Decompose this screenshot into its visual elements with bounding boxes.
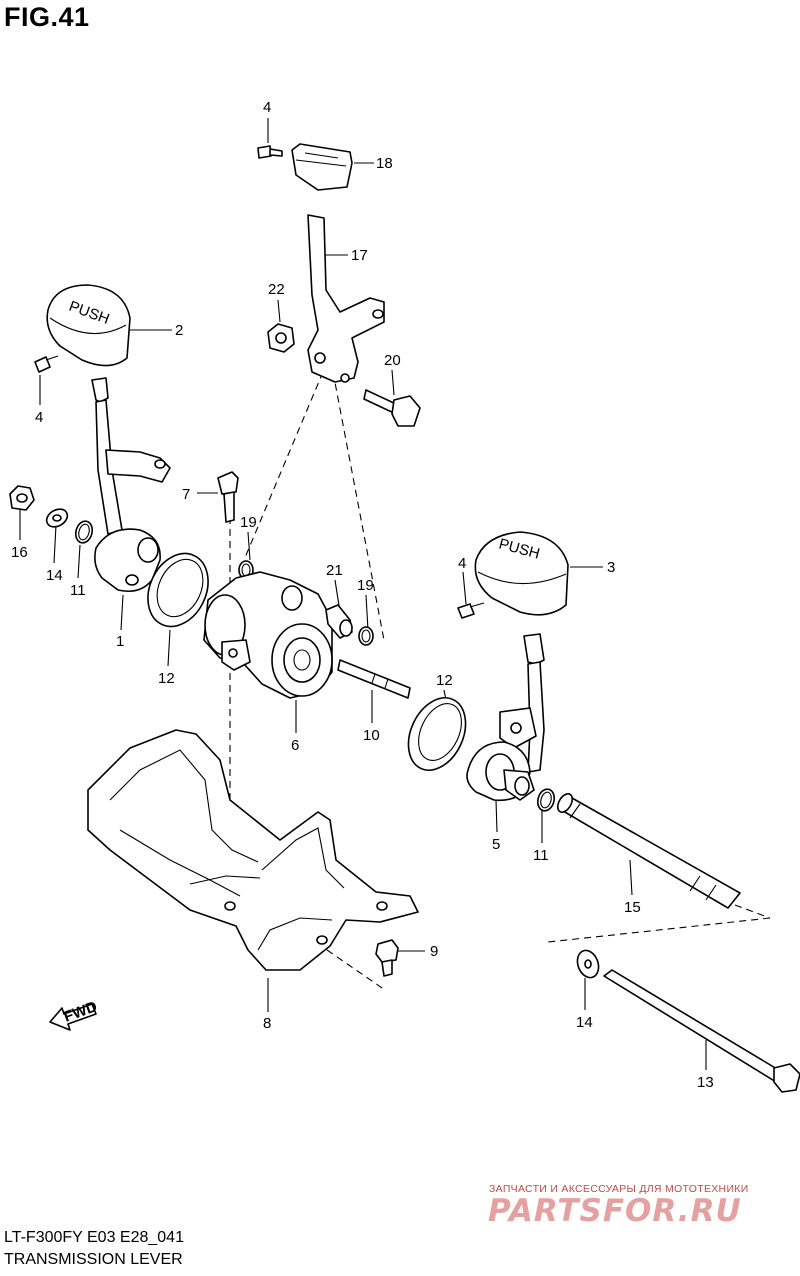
bolt-9 xyxy=(375,939,399,977)
callout-11-left: 11 xyxy=(70,582,86,599)
callout-4-left: 4 xyxy=(35,409,43,426)
figure-title: FIG.41 xyxy=(4,2,90,32)
callout-labels: 4 18 17 22 2 20 4 7 19 16 14 11 21 19 4 … xyxy=(11,99,714,1091)
callout-14-right: 14 xyxy=(576,1014,593,1031)
callout-9: 9 xyxy=(430,943,438,960)
figure-caption: TRANSMISSION LEVER xyxy=(4,1251,183,1268)
callout-11-right: 11 xyxy=(533,847,549,864)
callout-21: 21 xyxy=(326,562,343,579)
callout-14-left: 14 xyxy=(46,567,63,584)
callout-18: 18 xyxy=(376,155,393,172)
o-ring-19-right xyxy=(358,626,374,646)
seal-12-left xyxy=(147,552,209,628)
washer-14-right xyxy=(576,949,600,979)
fwd-label: FWD xyxy=(62,998,100,1026)
bolt-7 xyxy=(217,471,239,523)
callout-12-left: 12 xyxy=(158,670,175,687)
lever-arm-5 xyxy=(466,633,545,802)
callout-16: 16 xyxy=(11,544,28,561)
shaft-10 xyxy=(337,659,411,699)
lever-housing-6 xyxy=(203,571,333,699)
assembly-dashed-lines xyxy=(229,371,771,991)
screw-4-left xyxy=(34,355,59,373)
callout-4-top: 4 xyxy=(263,99,271,116)
callout-15: 15 xyxy=(624,899,641,916)
knob-cap-18 xyxy=(291,143,353,191)
callout-leaders xyxy=(19,118,707,1070)
callout-19-left: 19 xyxy=(240,514,257,531)
bolt-4-top xyxy=(257,145,283,159)
ring-11-right xyxy=(536,788,556,812)
watermark-logo: PARTSFOR.RU xyxy=(488,1193,742,1229)
callout-13: 13 xyxy=(697,1074,714,1091)
figure-code: LT-F300FY E03 E28_041 xyxy=(4,1229,184,1246)
fwd-arrow-icon: FWD xyxy=(49,998,100,1031)
bracket-8 xyxy=(87,729,419,971)
collar-shaft-15 xyxy=(556,793,741,909)
callout-22: 22 xyxy=(268,281,285,298)
callout-8: 8 xyxy=(263,1015,271,1032)
knob-2-left: PUSH xyxy=(46,284,131,367)
washer-14-left xyxy=(45,508,69,528)
seal-12-right xyxy=(407,697,467,771)
nut-22 xyxy=(267,323,295,353)
watermark-tagline: ЗАПЧАСТИ И АКСЕССУАРЫ ДЛЯ МОТОТЕХНИКИ xyxy=(489,1183,749,1195)
callout-5: 5 xyxy=(492,836,500,853)
callout-17: 17 xyxy=(351,247,368,264)
shift-lever-17 xyxy=(307,214,385,383)
collar-21 xyxy=(325,604,353,639)
lever-arm-1 xyxy=(91,377,171,593)
callout-19-right: 19 xyxy=(357,577,374,594)
knob-3-right: PUSH xyxy=(474,531,569,616)
callout-10: 10 xyxy=(363,727,380,744)
callout-4-right: 4 xyxy=(458,555,466,572)
callout-7: 7 xyxy=(182,486,190,503)
figure-footer: LT-F300FY E03 E28_041 TRANSMISSION LEVER xyxy=(4,1227,184,1271)
callout-6: 6 xyxy=(291,737,299,754)
ring-11-left xyxy=(74,520,94,544)
nut-16 xyxy=(9,485,35,511)
callout-1: 1 xyxy=(116,633,124,650)
bolt-13 xyxy=(603,969,800,1093)
bolt-20 xyxy=(363,389,421,427)
callout-3: 3 xyxy=(607,559,615,576)
screw-4-right xyxy=(457,602,485,619)
callout-20: 20 xyxy=(384,352,401,369)
callout-2: 2 xyxy=(175,322,183,339)
callout-12-right: 12 xyxy=(436,672,453,689)
